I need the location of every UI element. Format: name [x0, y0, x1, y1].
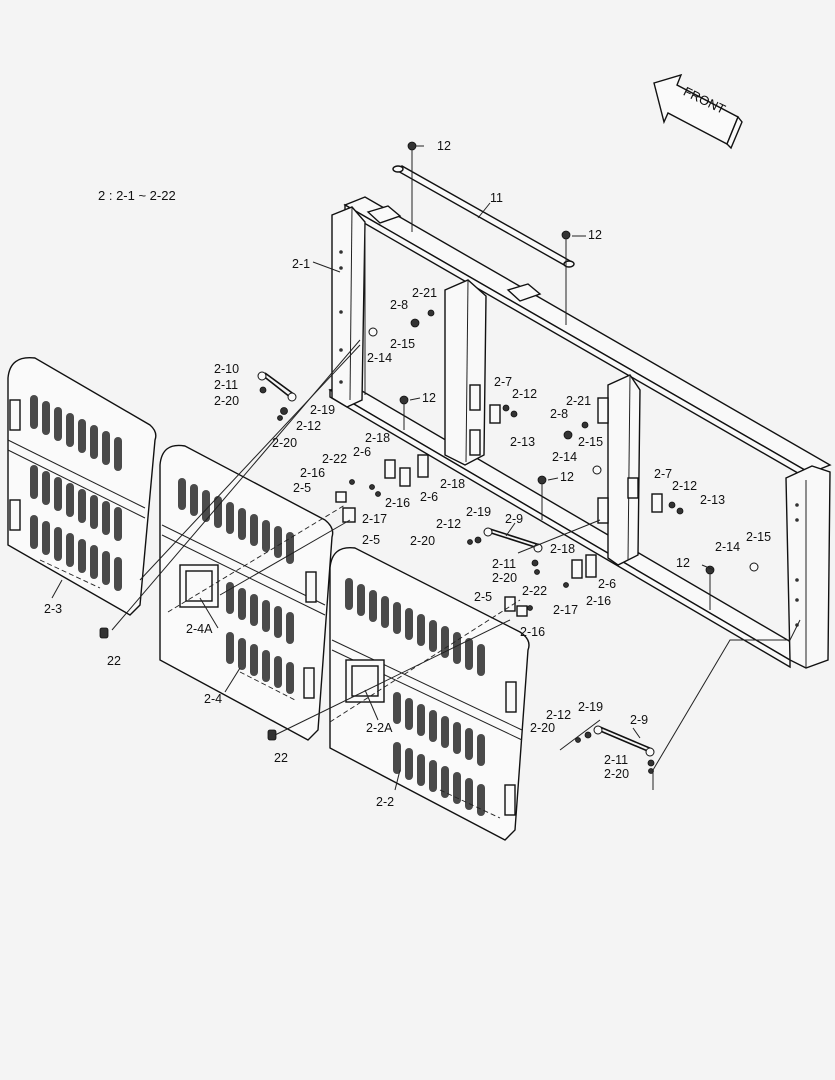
- label-2-12: 2-12: [436, 517, 461, 531]
- label-2-20: 2-20: [604, 767, 629, 781]
- label-2-8: 2-8: [390, 298, 408, 312]
- label-2-11: 2-11: [604, 753, 628, 767]
- label-2-2A: 2-2A: [366, 721, 393, 735]
- label-2-16: 2-16: [300, 466, 325, 480]
- support-bar: [392, 165, 575, 268]
- label-2-8: 2-8: [550, 407, 568, 421]
- label-2-16: 2-16: [586, 594, 611, 608]
- label-12: 12: [560, 470, 574, 484]
- label-2-20: 2-20: [214, 394, 239, 408]
- label-2-14: 2-14: [552, 450, 577, 464]
- label-2-7: 2-7: [494, 375, 512, 389]
- door-panel-left: [7, 356, 157, 616]
- label-2-12: 2-12: [672, 479, 697, 493]
- label-2-15: 2-15: [390, 337, 415, 351]
- label-2-16: 2-16: [520, 625, 545, 639]
- label-2-16: 2-16: [385, 496, 410, 510]
- label-22: 22: [274, 751, 288, 765]
- label-2-12: 2-12: [546, 708, 571, 722]
- label-2-14: 2-14: [367, 351, 392, 365]
- label-12: 12: [422, 391, 436, 405]
- label-2-9: 2-9: [505, 512, 523, 526]
- label-12: 12: [437, 139, 451, 153]
- leader-lines: [51, 145, 801, 791]
- label-2-21: 2-21: [412, 286, 437, 300]
- label-2-18: 2-18: [365, 431, 390, 445]
- label-2-10: 2-10: [214, 362, 239, 376]
- front-direction-arrow: FRONT: [653, 73, 743, 150]
- label-2-12: 2-12: [296, 419, 321, 433]
- label-2-5: 2-5: [362, 533, 380, 547]
- label-2-2: 2-2: [376, 795, 394, 809]
- label-2-13: 2-13: [700, 493, 725, 507]
- label-2-7: 2-7: [654, 467, 672, 481]
- label-2-18: 2-18: [550, 542, 575, 556]
- label-12: 12: [676, 556, 690, 570]
- label-2-5: 2-5: [474, 590, 492, 604]
- door-panel-middle: [159, 444, 334, 741]
- label-2-3: 2-3: [44, 602, 62, 616]
- label-2-18: 2-18: [440, 477, 465, 491]
- label-2-6: 2-6: [598, 577, 616, 591]
- label-2-15: 2-15: [746, 530, 771, 544]
- label-2-19: 2-19: [466, 505, 491, 519]
- label-11: 11: [490, 191, 503, 205]
- label-2-11: 2-11: [492, 557, 516, 571]
- label-2-13: 2-13: [510, 435, 535, 449]
- label-2-22: 2-22: [522, 584, 547, 598]
- label-2-4: 2-4: [204, 692, 222, 706]
- label-2-17: 2-17: [553, 603, 578, 617]
- label-2-20: 2-20: [272, 436, 297, 450]
- label-2-20: 2-20: [410, 534, 435, 548]
- label-2-6: 2-6: [353, 445, 371, 459]
- label-12: 12: [588, 228, 602, 242]
- label-2-17: 2-17: [362, 512, 387, 526]
- part-labels: 12 11 12 2-1 2-21 2-8 2-15 2-14 2-10 2-1…: [44, 139, 771, 809]
- label-2-21: 2-21: [566, 394, 591, 408]
- label-2-22: 2-22: [322, 452, 347, 466]
- label-2-12: 2-12: [512, 387, 537, 401]
- label-2-5: 2-5: [293, 481, 311, 495]
- label-2-20: 2-20: [492, 571, 517, 585]
- hardware-items: [99, 141, 759, 774]
- label-2-15: 2-15: [578, 435, 603, 449]
- door-panel-right: [329, 546, 530, 841]
- label-2-1: 2-1: [292, 257, 310, 271]
- label-2-6: 2-6: [420, 490, 438, 504]
- label-2-19: 2-19: [578, 700, 603, 714]
- label-22: 22: [107, 654, 121, 668]
- label-2-9: 2-9: [630, 713, 648, 727]
- label-2-14: 2-14: [715, 540, 740, 554]
- label-2-4A: 2-4A: [186, 622, 213, 636]
- frame-assembly: [328, 196, 832, 669]
- label-2-19: 2-19: [310, 403, 335, 417]
- label-2-11: 2-11: [214, 378, 238, 392]
- assembly-note: 2 : 2-1 ~ 2-22: [98, 188, 176, 203]
- label-2-20: 2-20: [530, 721, 555, 735]
